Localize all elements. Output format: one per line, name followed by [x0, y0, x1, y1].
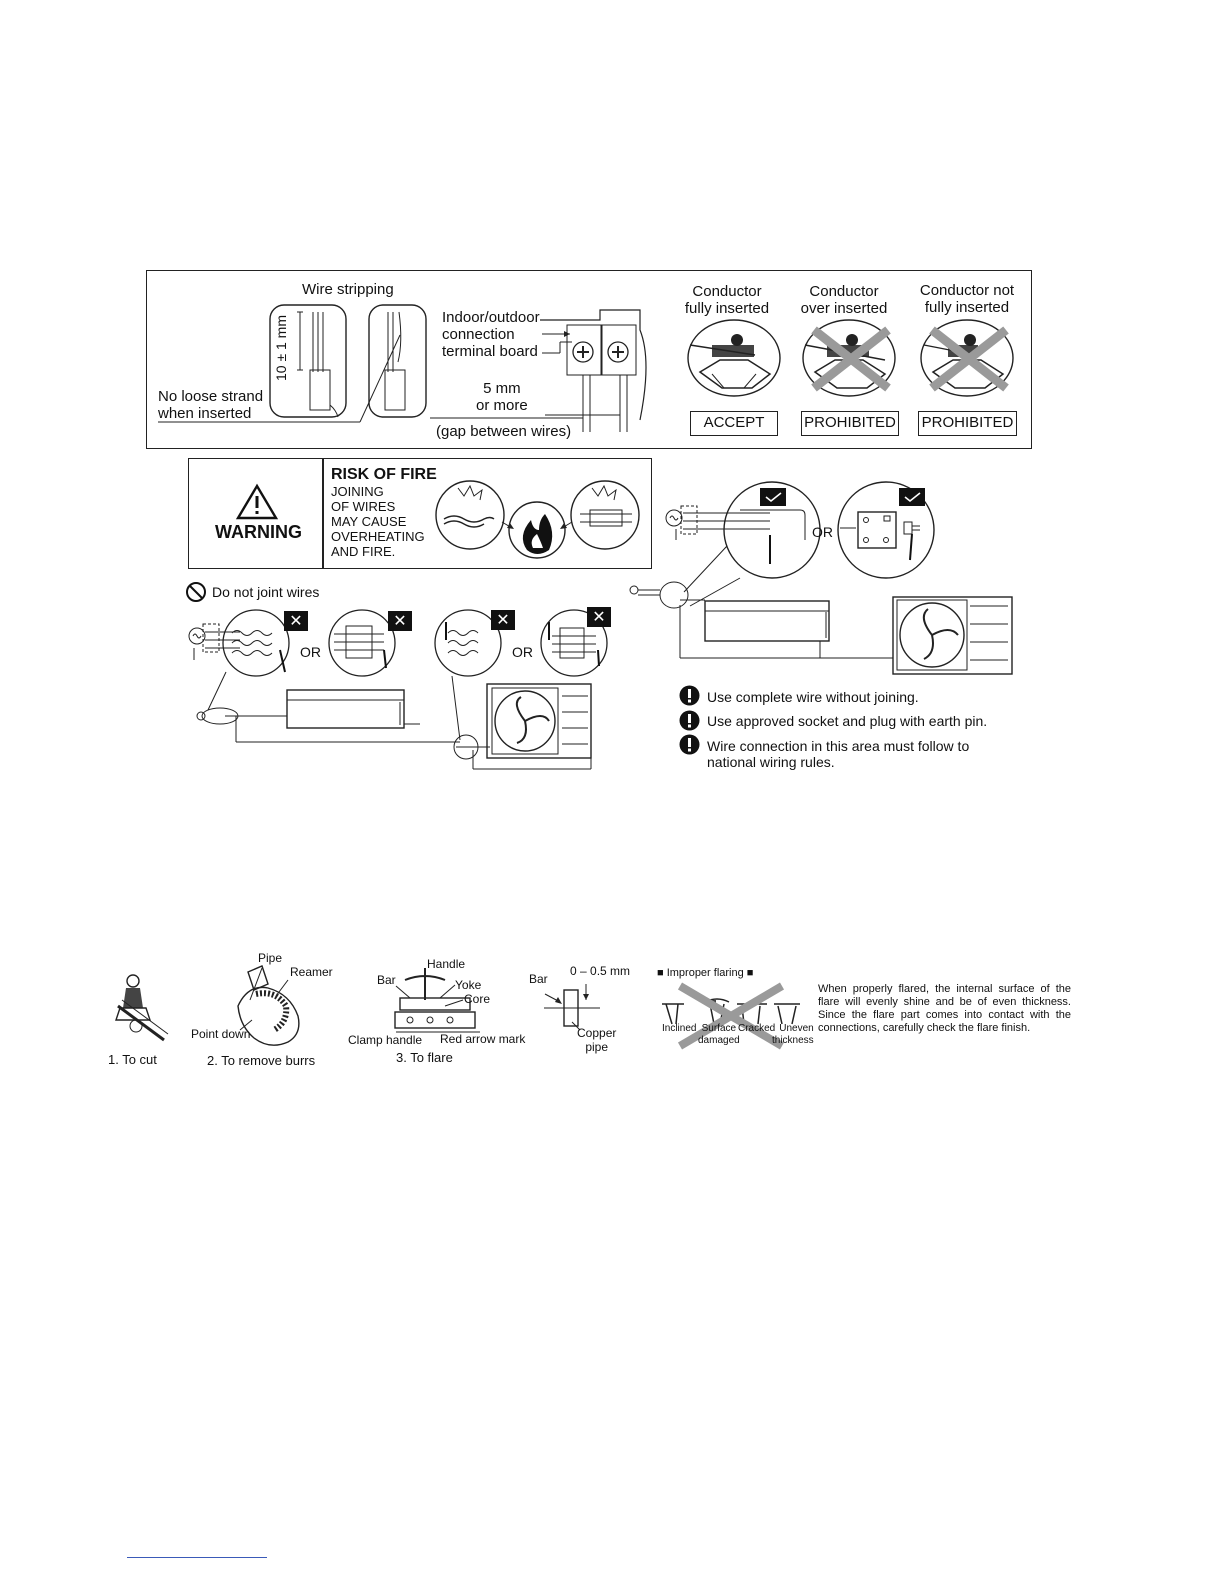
or-label-1: OR: [300, 644, 321, 660]
core-label: Core: [464, 992, 491, 1006]
flare-note: When properly flared, the internal surfa…: [818, 983, 1071, 1034]
gap-value-label: 5 mm or more: [476, 380, 528, 414]
prohibited-icon: [186, 582, 206, 602]
wire-stripping-title: Wire stripping: [302, 281, 394, 298]
rule-3: Wire connection in this area must follow…: [707, 738, 970, 770]
conductor-3-drawing: [920, 319, 1014, 397]
clamp-handle-label: Clamp handle: [348, 1033, 423, 1047]
mandatory-icon-3: [679, 734, 700, 755]
warning-triangle-icon: [235, 483, 279, 520]
footer-rule: [127, 1557, 267, 1558]
do-not-joint-label: Do not joint wires: [212, 584, 320, 600]
improper-flaring-title: ■ Improper flaring ■: [657, 967, 754, 979]
reamer-label: Reamer: [290, 965, 333, 979]
flare-defect-uneven: Uneven thickness: [772, 1023, 814, 1046]
step-3-label: 3. To flare: [396, 1050, 453, 1065]
conductor-1-verdict: ACCEPT: [690, 411, 778, 436]
conductor-3-verdict: PROHIBITED: [918, 411, 1017, 436]
warning-label: WARNING: [215, 522, 302, 542]
wire-stripping-panel: [146, 270, 1032, 449]
flare-defect-surface-damaged: Surface damaged: [698, 1023, 740, 1046]
terminal-board-label: Indoor/outdoor connection terminal board: [442, 309, 540, 360]
conductor-3-caption: Conductor not fully inserted: [919, 282, 1015, 316]
or-label-2: OR: [512, 644, 533, 660]
flare-range-label: 0 – 0.5 mm: [570, 964, 631, 978]
pipe-label: Pipe: [258, 951, 283, 965]
rule-1: Use complete wire without joining.: [707, 689, 919, 705]
flare-defect-inclined: Inclined: [662, 1023, 697, 1034]
warning-divider: [322, 459, 324, 569]
check-icon-2: [899, 488, 925, 506]
red-arrow-label: Red arrow mark: [440, 1032, 526, 1046]
flare-defect-cracked: Cracked: [738, 1023, 776, 1034]
conductor-1-caption: Conductor fully inserted: [684, 283, 770, 317]
bar-label: Bar: [377, 973, 396, 987]
step-1-label: 1. To cut: [108, 1052, 157, 1067]
copper-pipe-label: Copper pipe: [577, 1026, 617, 1054]
warning-body: JOINING OF WIRES MAY CAUSE OVERHEATING A…: [331, 484, 425, 559]
no-loose-strand-label: No loose strand when inserted: [158, 388, 264, 422]
yoke-label: Yoke: [455, 978, 482, 992]
prohibited-x-badge-2: ✕: [388, 611, 412, 631]
or-label-3: OR: [812, 524, 833, 540]
conductor-2-drawing: [802, 319, 896, 397]
handle-label: Handle: [427, 957, 466, 971]
rule-2: Use approved socket and plug with earth …: [707, 713, 988, 729]
warning-panel: [188, 458, 652, 569]
mandatory-icon-1: [679, 685, 700, 706]
point-down-label: Point down: [191, 1027, 251, 1041]
conductor-1-drawing: [687, 319, 781, 397]
bar-label-2: Bar: [529, 972, 548, 986]
risk-of-fire-heading: RISK OF FIRE: [331, 466, 437, 483]
mandatory-icon-2: [679, 710, 700, 731]
conductor-2-caption: Conductor over inserted: [800, 283, 888, 317]
prohibited-x-badge-1: ✕: [284, 611, 308, 631]
prohibited-x-badge-3: ✕: [491, 610, 515, 630]
step-2-label: 2. To remove burrs: [207, 1053, 316, 1068]
prohibited-x-badge-4: ✕: [587, 607, 611, 627]
gap-note-label: (gap between wires): [436, 423, 572, 440]
conductor-2-verdict: PROHIBITED: [801, 411, 899, 436]
check-icon-1: [760, 488, 786, 506]
